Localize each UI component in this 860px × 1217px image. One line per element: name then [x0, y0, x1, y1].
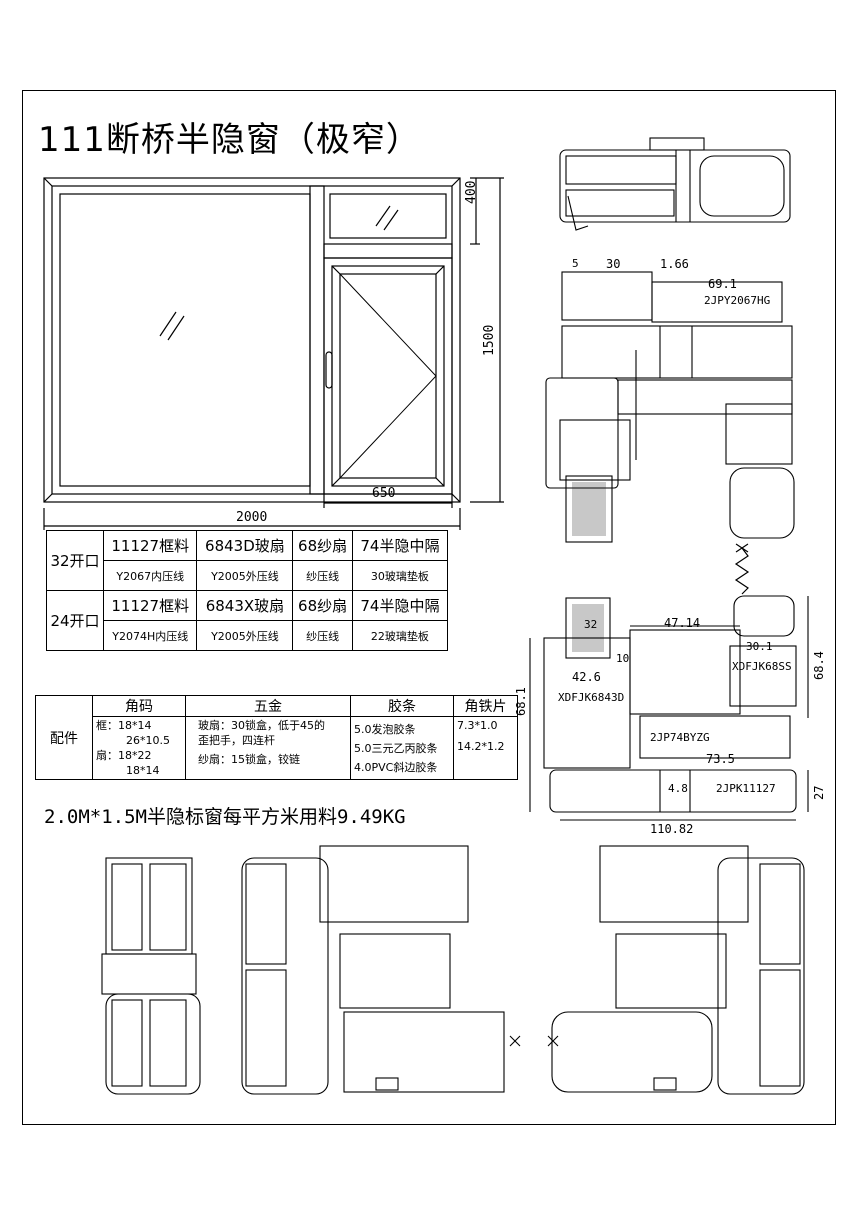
dim-label: 30: [606, 257, 621, 271]
dim-label: 68.4: [812, 651, 826, 680]
dim-label: 68.1: [514, 687, 528, 716]
section-top: [559, 137, 791, 231]
corner-code-cell: 框：18*14 26*10.5 扇：18*22 18*14: [92, 716, 186, 780]
profile-spec-table: 32开口 11127框料 6843D玻扇 68纱扇 74半隐中隔 Y2067内压…: [46, 530, 449, 651]
section-lower: [529, 595, 809, 821]
section-bottom-left: [101, 857, 201, 1095]
text-line: 扇：18*22: [96, 749, 152, 762]
spec-cell: Y2005外压线: [196, 560, 294, 591]
dim-label: 5: [572, 257, 579, 270]
spec-cell: 11127框料: [102, 590, 198, 621]
table-row: 配件 角码 五金 胶条 角铁片: [35, 695, 518, 780]
dim-label: 4.8: [668, 782, 688, 795]
spec-cell: 6843D玻扇: [196, 530, 294, 561]
table-row: 24开口 11127框料 6843X玻扇 68纱扇 74半隐中隔: [46, 590, 449, 651]
drawing-border: [22, 90, 836, 1125]
group-label: 24开口: [46, 590, 104, 651]
profile-code-label: 2JPY2067HG: [704, 294, 771, 307]
accessories-table: 配件 角码 五金 胶条 角铁片 框：18*14 26*10.5 扇：18*22 …: [35, 695, 518, 780]
text-line: 4.0PVC斜边胶条: [354, 761, 438, 774]
angle-iron-cell: 7.3*1.0 14.2*1.2: [453, 716, 518, 780]
dim-label: 1.66: [660, 257, 689, 271]
spec-cell: 68纱扇: [292, 530, 353, 561]
spec-cell: 22玻璃垫板: [351, 620, 449, 651]
dim-label: 27: [812, 785, 826, 800]
table-row: Y2074H内压线 Y2005外压线 纱压线 22玻璃垫板: [47, 620, 449, 651]
table-row: 32开口 11127框料 6843D玻扇 68纱扇 74半隐中隔: [46, 530, 449, 591]
spec-cell: 30玻璃垫板: [351, 560, 449, 591]
spec-cell: 纱压线: [292, 620, 353, 651]
text-line: 5.0三元乙丙胶条: [354, 742, 438, 755]
spec-cell: 74半隐中隔: [351, 530, 449, 561]
table-row: 框：18*14 26*10.5 扇：18*22 18*14 玻扇：30锁盒，低于…: [36, 716, 518, 780]
text-line: 18*14: [126, 764, 160, 777]
spec-cell: 68纱扇: [292, 590, 353, 621]
dim-label: 10: [616, 652, 630, 665]
table-row: Y2067内压线 Y2005外压线 纱压线 30玻璃垫板: [47, 560, 449, 591]
section-bottom-right: [547, 845, 805, 1095]
spec-cell: Y2067内压线: [102, 560, 198, 591]
seals-cell: 5.0发泡胶条 5.0三元乙丙胶条 4.0PVC斜边胶条: [350, 716, 454, 780]
profile-code-label: 2JPK11127: [716, 782, 776, 795]
profile-code-label: 2JP74BYZG: [650, 731, 710, 744]
hardware-cell: 玻扇：30锁盒，低于45的 歪把手，四连杆 纱扇：15锁盒，铰链: [185, 716, 351, 780]
section-bottom-middle: [241, 845, 521, 1095]
text-line: 纱扇：15锁盒，铰链: [198, 753, 300, 766]
dim-label: 42.6: [572, 670, 601, 684]
dim-label: 30.1: [746, 640, 773, 653]
text-line: 玻扇：30锁盒，低于45的: [198, 719, 325, 732]
dimension-sash-width: 650: [372, 486, 396, 501]
page-title: 111断桥半隐窗（极窄）: [38, 120, 421, 160]
accessories-label: 配件: [35, 695, 93, 780]
spec-cell: 纱压线: [292, 560, 353, 591]
dim-label: 32: [584, 618, 598, 631]
spec-cell: Y2005外压线: [196, 620, 294, 651]
dim-label: 110.82: [650, 822, 694, 836]
section-upper: [545, 271, 795, 543]
text-line: 14.2*1.2: [457, 740, 505, 753]
dim-label: 69.1: [708, 277, 737, 291]
material-summary: 2.0M*1.5M半隐标窗每平方米用料9.49KG: [44, 806, 406, 828]
text-line: 框：18*14: [96, 719, 152, 732]
spec-cell: Y2074H内压线: [102, 620, 198, 651]
text-line: 7.3*1.0: [457, 719, 498, 732]
dimension-total-width: 2000: [236, 510, 268, 525]
spec-cell: 74半隐中隔: [351, 590, 449, 621]
text-line: 26*10.5: [126, 734, 170, 747]
dim-label: 73.5: [706, 752, 735, 766]
dim-label: 47.14: [664, 616, 701, 630]
text-line: 5.0发泡胶条: [354, 723, 416, 736]
text-line: 歪把手，四连杆: [198, 734, 275, 747]
group-label: 32开口: [46, 530, 104, 591]
profile-code-label: XDFJK68SS: [732, 660, 792, 673]
spec-cell: 11127框料: [102, 530, 198, 561]
profile-code-label: XDFJK6843D: [558, 691, 625, 704]
